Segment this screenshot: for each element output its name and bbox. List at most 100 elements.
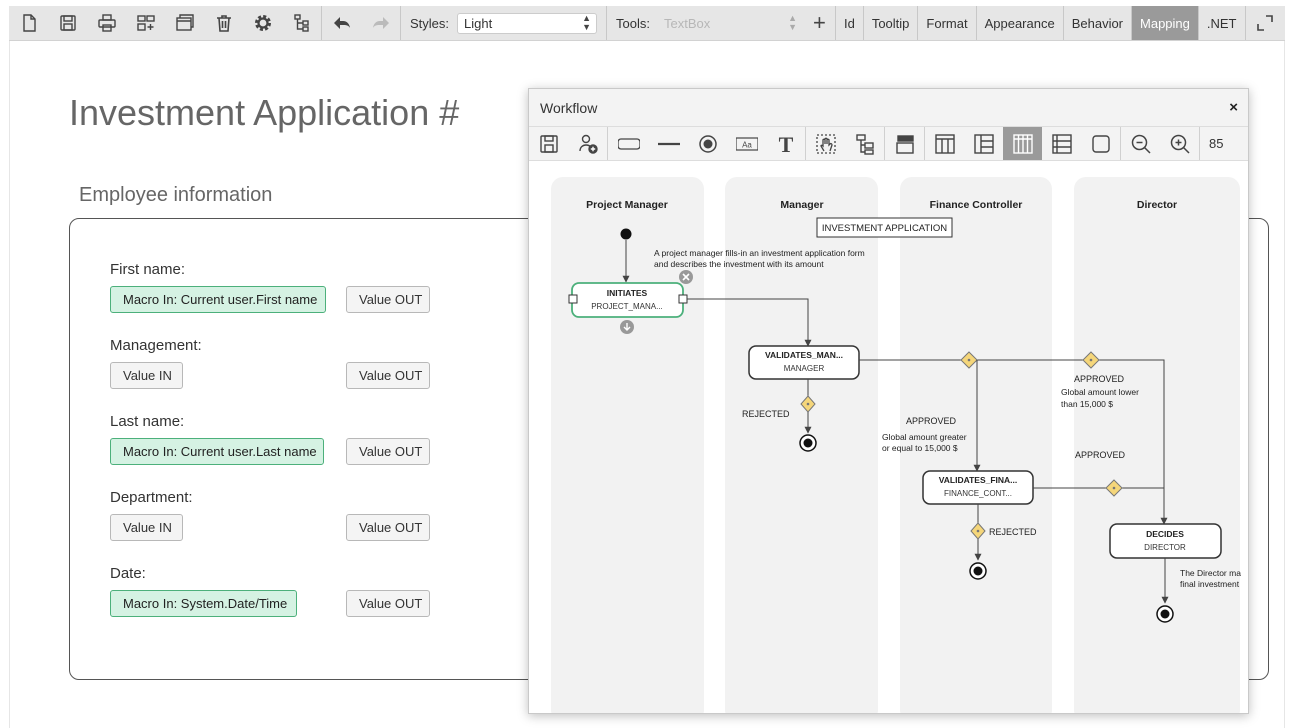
rejected-label-1: REJECTED	[742, 409, 790, 419]
lane-header-project-manager: Project Manager	[586, 199, 668, 211]
resize-handle[interactable]	[568, 294, 578, 304]
management-input[interactable]: Value IN	[110, 362, 183, 389]
tab-dotnet[interactable]: .NET	[1199, 6, 1246, 40]
columns-3-icon[interactable]	[925, 127, 964, 160]
pan-tool-icon[interactable]	[806, 127, 845, 160]
print-icon[interactable]	[87, 6, 126, 40]
tree-icon[interactable]	[282, 6, 321, 40]
styles-select-value: Light	[464, 15, 493, 31]
rectangle-tool-icon[interactable]	[608, 127, 649, 160]
first-name-label: First name:	[110, 261, 186, 278]
last-name-out-field[interactable]: Value OUT	[346, 438, 430, 465]
expand-icon[interactable]	[1246, 6, 1285, 40]
initiates-node-title: INITIATES	[607, 288, 648, 298]
initiates-note-line-1: A project manager fills-in an investment…	[654, 248, 865, 258]
undo-icon[interactable]	[322, 6, 361, 40]
gear-icon[interactable]	[243, 6, 282, 40]
label-tool-icon[interactable]: Aa	[727, 127, 766, 160]
workflow-dialog: Workflow × Aa T	[528, 88, 1249, 714]
initiates-node-subtitle: PROJECT_MANA...	[591, 302, 663, 311]
columns-2-icon[interactable]	[964, 127, 1003, 160]
zoom-out-icon[interactable]	[1121, 127, 1160, 160]
tab-tooltip[interactable]: Tooltip	[864, 6, 919, 40]
management-out-field[interactable]: Value OUT	[346, 362, 430, 389]
tab-appearance[interactable]: Appearance	[977, 6, 1064, 40]
toolbar-separator	[924, 127, 925, 160]
zoom-level: 85	[1209, 136, 1224, 151]
toolbar-separator	[607, 127, 608, 160]
tab-id[interactable]: Id	[836, 6, 864, 40]
lane-header-manager: Manager	[780, 199, 823, 211]
add-actor-icon[interactable]	[568, 127, 607, 160]
select-arrows-icon: ▲▼	[582, 13, 592, 32]
end-node-tool-icon[interactable]	[688, 127, 727, 160]
section-title: Employee information	[79, 184, 273, 206]
workflow-canvas[interactable]: Project Manager Manager Finance Controll…	[529, 162, 1249, 714]
rows-icon[interactable]	[1042, 127, 1081, 160]
date-input[interactable]: Macro In: System.Date/Time	[110, 590, 297, 617]
approved-1-condition-line-1: Global amount greater	[882, 432, 967, 442]
styles-select[interactable]: Light ▲▼	[457, 12, 598, 34]
toolbar-separator	[321, 6, 322, 40]
tools-select[interactable]: TextBox ▲▼	[658, 13, 802, 34]
management-label: Management:	[110, 337, 202, 354]
zoom-in-icon[interactable]	[1160, 127, 1199, 160]
director-note-line-1: The Director ma	[1180, 568, 1241, 578]
department-out-field[interactable]: Value OUT	[346, 514, 430, 541]
lane-director[interactable]	[1074, 177, 1240, 714]
first-name-input[interactable]: Macro In: Current user.First name	[110, 286, 326, 313]
initiates-note-line-2: and describes the investment with its am…	[654, 259, 824, 269]
rounded-frame-icon[interactable]	[1081, 127, 1120, 160]
decides-node-subtitle: DIRECTOR	[1144, 543, 1186, 552]
lane-header-director: Director	[1137, 199, 1177, 211]
lane-header-finance-controller: Finance Controller	[930, 199, 1023, 211]
toolbar-separator	[606, 6, 608, 40]
window-icon[interactable]	[165, 6, 204, 40]
main-toolbar: Styles: Light ▲▼ Tools: TextBox ▲▼ + Id …	[9, 6, 1285, 41]
close-icon[interactable]: ×	[1229, 99, 1238, 116]
toolbar-separator	[400, 6, 401, 40]
last-name-input[interactable]: Macro In: Current user.Last name	[110, 438, 324, 465]
start-node[interactable]	[620, 228, 632, 240]
tools-select-value: TextBox	[663, 15, 711, 31]
department-input[interactable]: Value IN	[110, 514, 183, 541]
workflow-dialog-header[interactable]: Workflow ×	[529, 89, 1248, 126]
header-tool-icon[interactable]	[885, 127, 924, 160]
trash-icon[interactable]	[204, 6, 243, 40]
save-icon[interactable]	[529, 127, 568, 160]
approved-2-condition-line-1: Global amount lower	[1061, 387, 1139, 397]
page-title: Investment Application #	[69, 92, 460, 133]
add-layout-icon[interactable]	[126, 6, 165, 40]
toolbar-separator	[1120, 127, 1121, 160]
redo-icon[interactable]	[361, 6, 400, 40]
lane-finance-controller[interactable]	[900, 177, 1052, 714]
validates-finance-subtitle: FINANCE_CONT...	[944, 489, 1012, 498]
approved-label-1: APPROVED	[906, 416, 957, 426]
rejected-label-2: REJECTED	[989, 527, 1037, 537]
approved-2-condition-line-2: than 15,000 $	[1061, 399, 1113, 409]
save-icon[interactable]	[48, 6, 87, 40]
new-document-icon[interactable]	[9, 6, 48, 40]
tab-mapping[interactable]: Mapping	[1132, 6, 1199, 40]
styles-label: Styles:	[410, 15, 450, 31]
swimlanes-icon[interactable]	[1003, 127, 1042, 160]
workflow-dialog-title: Workflow	[540, 99, 598, 116]
resize-handle[interactable]	[678, 294, 688, 304]
svg-text:T: T	[778, 133, 793, 155]
layout-tree-icon[interactable]	[845, 127, 884, 160]
text-tool-icon[interactable]: T	[766, 127, 805, 160]
toolbar-separator	[884, 127, 885, 160]
department-label: Department:	[110, 489, 193, 506]
date-out-field[interactable]: Value OUT	[346, 590, 430, 617]
line-tool-icon[interactable]	[649, 127, 688, 160]
approved-label-3: APPROVED	[1075, 450, 1126, 460]
tab-format[interactable]: Format	[918, 6, 977, 40]
validates-manager-node[interactable]	[748, 345, 860, 380]
page-canvas	[9, 41, 1285, 728]
workflow-toolbar: Aa T	[529, 126, 1248, 161]
approved-1-condition-line-2: or equal to 15,000 $	[882, 443, 958, 453]
add-tool-icon[interactable]: +	[804, 6, 836, 40]
diagram-title-box[interactable]	[816, 217, 953, 238]
tab-behavior[interactable]: Behavior	[1064, 6, 1133, 40]
first-name-out-field[interactable]: Value OUT	[346, 286, 430, 313]
